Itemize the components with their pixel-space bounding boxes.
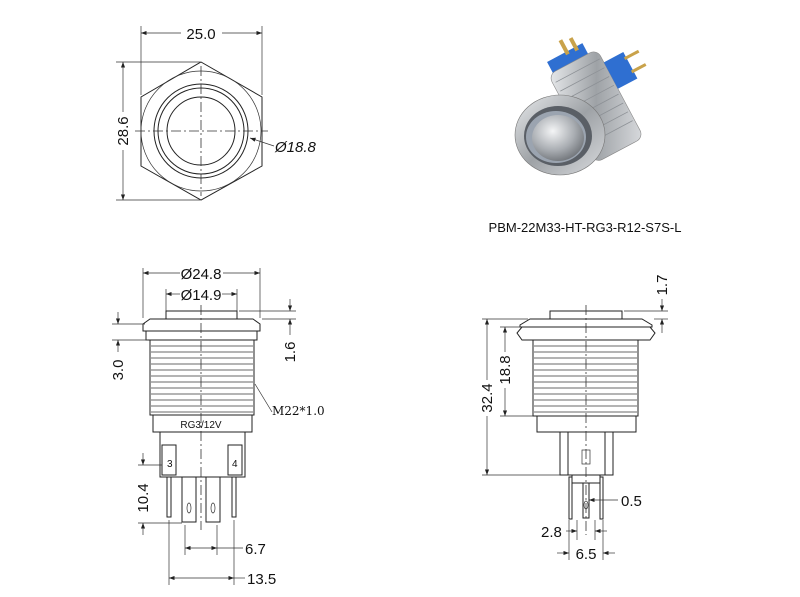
product-photo	[514, 37, 647, 176]
width-dimension: 25.0	[186, 26, 215, 43]
height-dimension: 28.6	[115, 116, 132, 145]
top-view: 25.0 28.6 Ø18.8	[115, 26, 317, 201]
pin-spacing-dimension: 6.5	[576, 546, 597, 563]
thread-spec: M22*1.0	[272, 404, 325, 418]
product-caption: PBM-22M33-HT-RG3-R12-S7S-L	[489, 220, 682, 235]
bezel-height-dimension: 3.0	[110, 360, 127, 381]
cap-diameter-dimension: Ø14.9	[181, 287, 222, 304]
diameter-dimension: Ø18.8	[274, 139, 317, 156]
pin-label-4: 4	[232, 459, 238, 470]
pin-label-3: 3	[167, 459, 173, 470]
front-view: 1.7 32.4 18.8 0.5 2.8 6.5	[479, 275, 671, 563]
terminal-length-dimension: 10.4	[135, 483, 152, 512]
side-view: Ø24.8 Ø14.9 RG3/12V 3 4	[110, 266, 325, 588]
thread-length-dimension: 18.8	[497, 355, 514, 384]
pin-width-dimension: 2.8	[541, 524, 562, 541]
total-height-dimension: 32.4	[479, 383, 496, 412]
pin-thickness-dimension: 0.5	[621, 493, 642, 510]
outer-pin-spacing-dimension: 13.5	[247, 571, 276, 588]
outer-diameter-dimension: Ø24.8	[181, 266, 222, 283]
hex-outline	[140, 61, 263, 201]
inner-pin-spacing-dimension: 6.7	[245, 541, 266, 558]
cap-height-dimension-front: 1.7	[654, 275, 671, 296]
cap-height-dimension: 1.6	[282, 342, 299, 363]
housing-label: RG3/12V	[180, 420, 221, 431]
